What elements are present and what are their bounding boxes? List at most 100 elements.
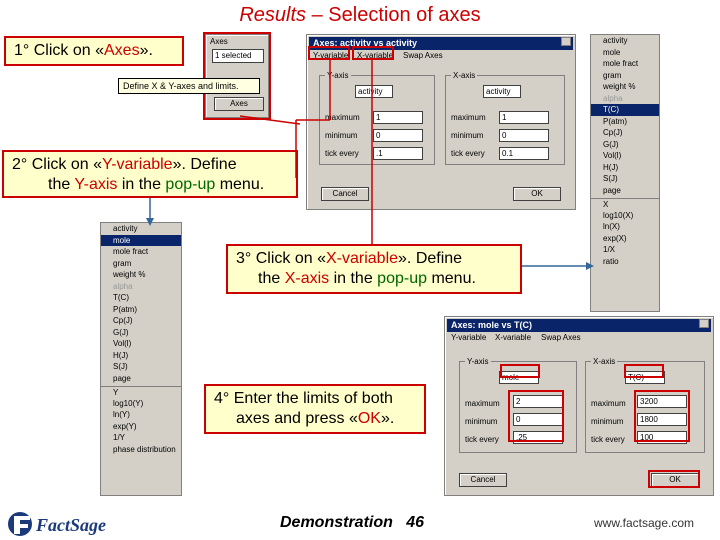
- step2-callout: 2° Click on «Y-variable». Define the Y-a…: [2, 150, 298, 198]
- tab-x-variable[interactable]: X-variable: [357, 51, 394, 60]
- x-var-highlight-2: [624, 364, 664, 378]
- tab-swap-axes[interactable]: Swap Axes: [403, 51, 443, 60]
- axes-tooltip: Define X & Y-axes and limits.: [118, 78, 260, 94]
- close-icon[interactable]: [561, 37, 571, 46]
- x-min-input[interactable]: 0: [499, 129, 549, 142]
- x-menu-item[interactable]: weight %: [603, 82, 636, 91]
- x-min-input-2[interactable]: 1800: [637, 413, 687, 426]
- title-results: Results: [239, 4, 307, 26]
- x-variable-highlight: [352, 46, 394, 60]
- footer-demo: Demonstration 46: [280, 514, 425, 531]
- y-limits-highlight: [508, 390, 564, 442]
- x-variable-field[interactable]: activity: [483, 85, 521, 98]
- tab-x-variable-2[interactable]: X-variable: [495, 333, 532, 342]
- y-menu-item[interactable]: page: [113, 373, 131, 383]
- y-menu-item[interactable]: H(J): [113, 350, 129, 360]
- x-menu-extra-item[interactable]: ratio: [603, 256, 619, 266]
- tab-y-variable-2[interactable]: Y-variable: [451, 333, 487, 342]
- ok-button[interactable]: OK: [513, 187, 561, 201]
- y-tick-input[interactable]: .1: [373, 147, 423, 160]
- y-menu-extra-item[interactable]: 1/Y: [113, 433, 126, 442]
- x-menu-extra-item[interactable]: 1/X: [603, 245, 616, 254]
- step3-callout: 3° Click on «X-variable». Define the X-a…: [226, 244, 522, 294]
- x-axis-group: [445, 75, 565, 165]
- y-menu-item[interactable]: S(J): [113, 362, 128, 371]
- y-menu-item[interactable]: Cp(J): [113, 316, 133, 325]
- y-menu-item[interactable]: mole: [101, 234, 181, 246]
- footer-url: www.factsage.com: [594, 516, 695, 530]
- y-var-highlight-2: [500, 364, 540, 378]
- y-menu-item[interactable]: weight %: [113, 270, 146, 279]
- x-menu-item[interactable]: T(C): [591, 104, 659, 116]
- y-variable-highlight: [308, 46, 350, 60]
- y-menu-extra-item[interactable]: exp(Y): [113, 421, 137, 431]
- x-menu-item[interactable]: P(atm): [603, 116, 627, 126]
- x-menu-extra-item[interactable]: ln(X): [603, 222, 620, 231]
- y-variable-field[interactable]: activity: [355, 85, 393, 98]
- axes-highlight: [203, 32, 271, 120]
- x-axis-group-2: [585, 361, 705, 453]
- y-axis-group-2: [459, 361, 577, 453]
- y-min-input-2[interactable]: 0: [513, 413, 563, 426]
- x-menu-item[interactable]: H(J): [603, 162, 619, 172]
- logo-text: FactSage: [35, 515, 106, 535]
- y-menu-item[interactable]: P(atm): [113, 304, 137, 314]
- y-menu-item[interactable]: gram: [113, 258, 132, 268]
- y-axis-label-2: Y-axis: [465, 357, 491, 366]
- step1-callout: 1° Click on «Axes».: [4, 36, 184, 66]
- x-max-input-2[interactable]: 3200: [637, 395, 687, 408]
- ok-highlight: [648, 470, 700, 488]
- y-menu-item[interactable]: G(J): [113, 327, 129, 337]
- y-axis-label: Y-axis: [325, 71, 351, 80]
- y-menu-item[interactable]: Vol(l): [113, 339, 132, 348]
- y-menu-extra-item[interactable]: log10(Y): [113, 398, 144, 408]
- x-max-input[interactable]: 1: [499, 111, 549, 124]
- x-tick-input[interactable]: 0.1: [499, 147, 549, 160]
- factsage-logo: FactSage: [8, 512, 106, 536]
- title-rest: – Selection of axes: [306, 4, 481, 26]
- tab-y-variable[interactable]: Y-variable: [313, 51, 349, 60]
- x-menu-item[interactable]: S(J): [603, 174, 618, 183]
- x-menu-item[interactable]: mole fract: [603, 59, 639, 68]
- x-menu-extra-item[interactable]: X: [591, 198, 659, 210]
- axes-panel-header: Axes: [210, 37, 228, 46]
- x-menu-item[interactable]: gram: [603, 70, 622, 80]
- y-min-input[interactable]: 0: [373, 129, 423, 142]
- y-menu-item[interactable]: alpha: [113, 281, 133, 291]
- y-menu-extra-item[interactable]: phase distribution: [113, 444, 176, 454]
- step4-callout: 4° Enter the limits of both axes and pre…: [204, 384, 426, 434]
- page-number: 46: [406, 514, 425, 531]
- axes-selected-field: 1 selected: [212, 49, 264, 63]
- x-menu-item[interactable]: Cp(J): [603, 128, 623, 137]
- x-menu-item[interactable]: G(J): [603, 139, 619, 149]
- x-axis-label-2: X-axis: [591, 357, 618, 366]
- axes-button[interactable]: Axes: [214, 97, 264, 111]
- x-menu-item[interactable]: mole: [603, 47, 621, 57]
- y-menu-item[interactable]: mole fract: [113, 247, 149, 256]
- dialog2-titlebar: Axes: mole vs T(C): [447, 319, 711, 332]
- y-menu-extra-item[interactable]: Y: [101, 386, 181, 398]
- x-limits-highlight: [634, 390, 690, 442]
- x-menu-item[interactable]: page: [603, 185, 621, 195]
- x-axis-label: X-axis: [451, 71, 478, 80]
- y-menu-extra-item[interactable]: ln(Y): [113, 410, 130, 419]
- page-title: Results – Selection of axes: [0, 4, 720, 27]
- x-menu-item[interactable]: Vol(l): [603, 151, 622, 160]
- x-menu-item[interactable]: alpha: [603, 93, 623, 103]
- x-menu-item[interactable]: activity: [603, 36, 628, 45]
- x-menu-extra-item[interactable]: exp(X): [603, 233, 627, 243]
- tab-swap-axes-2[interactable]: Swap Axes: [541, 333, 581, 342]
- y-menu-item[interactable]: T(C): [113, 293, 129, 302]
- close-icon[interactable]: [699, 319, 709, 328]
- axes-panel: Axes 1 selected Axes: [205, 34, 269, 118]
- y-menu-item[interactable]: activity: [113, 224, 138, 233]
- x-menu-extra-item[interactable]: log10(X): [603, 210, 634, 220]
- y-max-input[interactable]: 1: [373, 111, 423, 124]
- cancel-button-2[interactable]: Cancel: [459, 473, 507, 487]
- cancel-button[interactable]: Cancel: [321, 187, 369, 201]
